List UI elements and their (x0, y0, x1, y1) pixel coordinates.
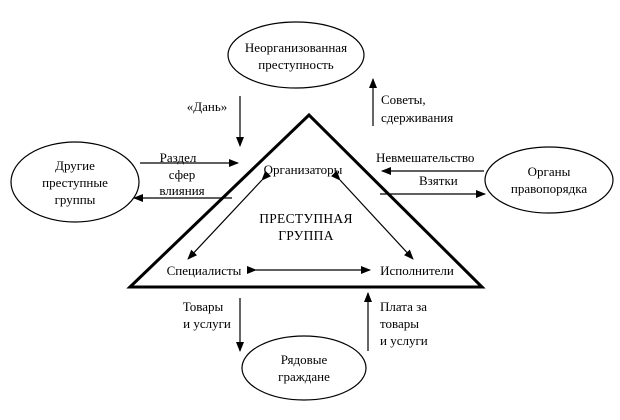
goods-label-1: Товары (183, 299, 224, 314)
specialists-label: Специалисты (167, 263, 242, 278)
node-other-groups (10, 141, 140, 223)
advice-label-1: Советы, (381, 92, 426, 107)
other-groups-label-3: группы (55, 192, 96, 207)
unorganized-label-2: преступность (258, 57, 334, 72)
executors-label: Исполнители (380, 263, 454, 278)
group-title-2: ГРУППА (278, 228, 334, 243)
criminal-group-triangle (126, 112, 486, 289)
organizers-label: Организаторы (264, 162, 343, 177)
group-title-1: ПРЕСТУПНАЯ (259, 211, 353, 226)
unorganized-label-1: Неорганизованная (245, 40, 347, 55)
spheres-label-1: Раздел (160, 150, 197, 165)
advice-label-2: сдерживания (381, 110, 453, 125)
other-groups-label-2: преступные (42, 175, 108, 190)
tribute-label: «Дань» (187, 99, 228, 114)
arrow-organizers-executors (330, 170, 414, 260)
law-enforcement-label-2: правопорядка (511, 181, 587, 196)
spheres-label-2: сфер (169, 167, 196, 182)
goods-label-2: и услуги (183, 316, 231, 331)
node-citizens (241, 335, 367, 401)
spheres-label-3: влияния (159, 183, 204, 198)
payment-label-2: товары (380, 316, 419, 331)
payment-label-1: Плата за (380, 299, 427, 314)
node-unorganized-crime (227, 21, 365, 89)
arrow-organizers-specialists (187, 170, 272, 260)
law-enforcement-label-1: Органы (528, 164, 571, 179)
citizens-label-2: граждане (278, 369, 330, 384)
payment-label-3: и услуги (380, 333, 428, 348)
node-law-enforcement (484, 146, 614, 214)
citizens-label-1: Рядовые (281, 352, 328, 367)
noninterference-label: Невмешательство (376, 150, 474, 165)
bribes-label: Взятки (419, 173, 458, 188)
other-groups-label-1: Другие (55, 158, 95, 173)
